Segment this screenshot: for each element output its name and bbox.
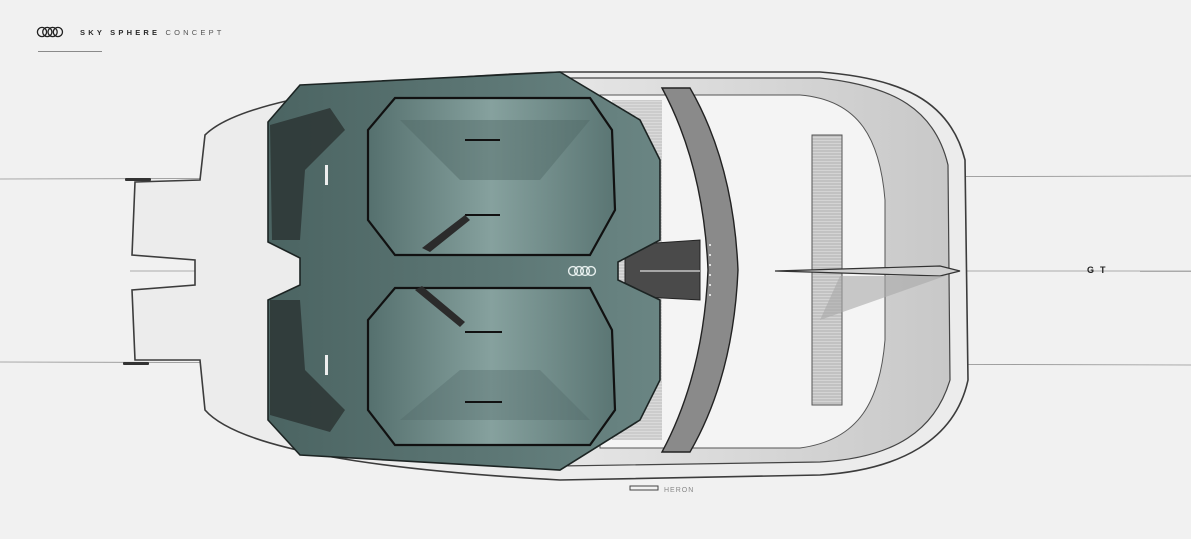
driver-seat [366,96,617,257]
title-bold: SKY SPHERE [80,27,161,37]
variant-label: GT [1087,265,1112,275]
passenger-seat [366,286,617,447]
page-title: SKY SPHERE CONCEPT [80,28,225,37]
title-underline [38,51,102,52]
variant-label-line [1140,271,1191,272]
hood-spine [774,265,961,277]
four-rings-logo-icon [36,26,64,38]
seat-belt-driver [422,215,470,252]
seat-belt-slots [465,139,502,403]
title-light: CONCEPT [165,27,225,37]
dashboard-bar [660,87,739,453]
seat-belt-passenger [415,286,465,327]
artist-signature: HERON [664,487,695,494]
header: SKY SPHERE CONCEPT [36,26,225,38]
center-console [624,239,701,301]
interior-rings-logo-icon [567,265,597,277]
dashboard-indicators [709,244,711,296]
